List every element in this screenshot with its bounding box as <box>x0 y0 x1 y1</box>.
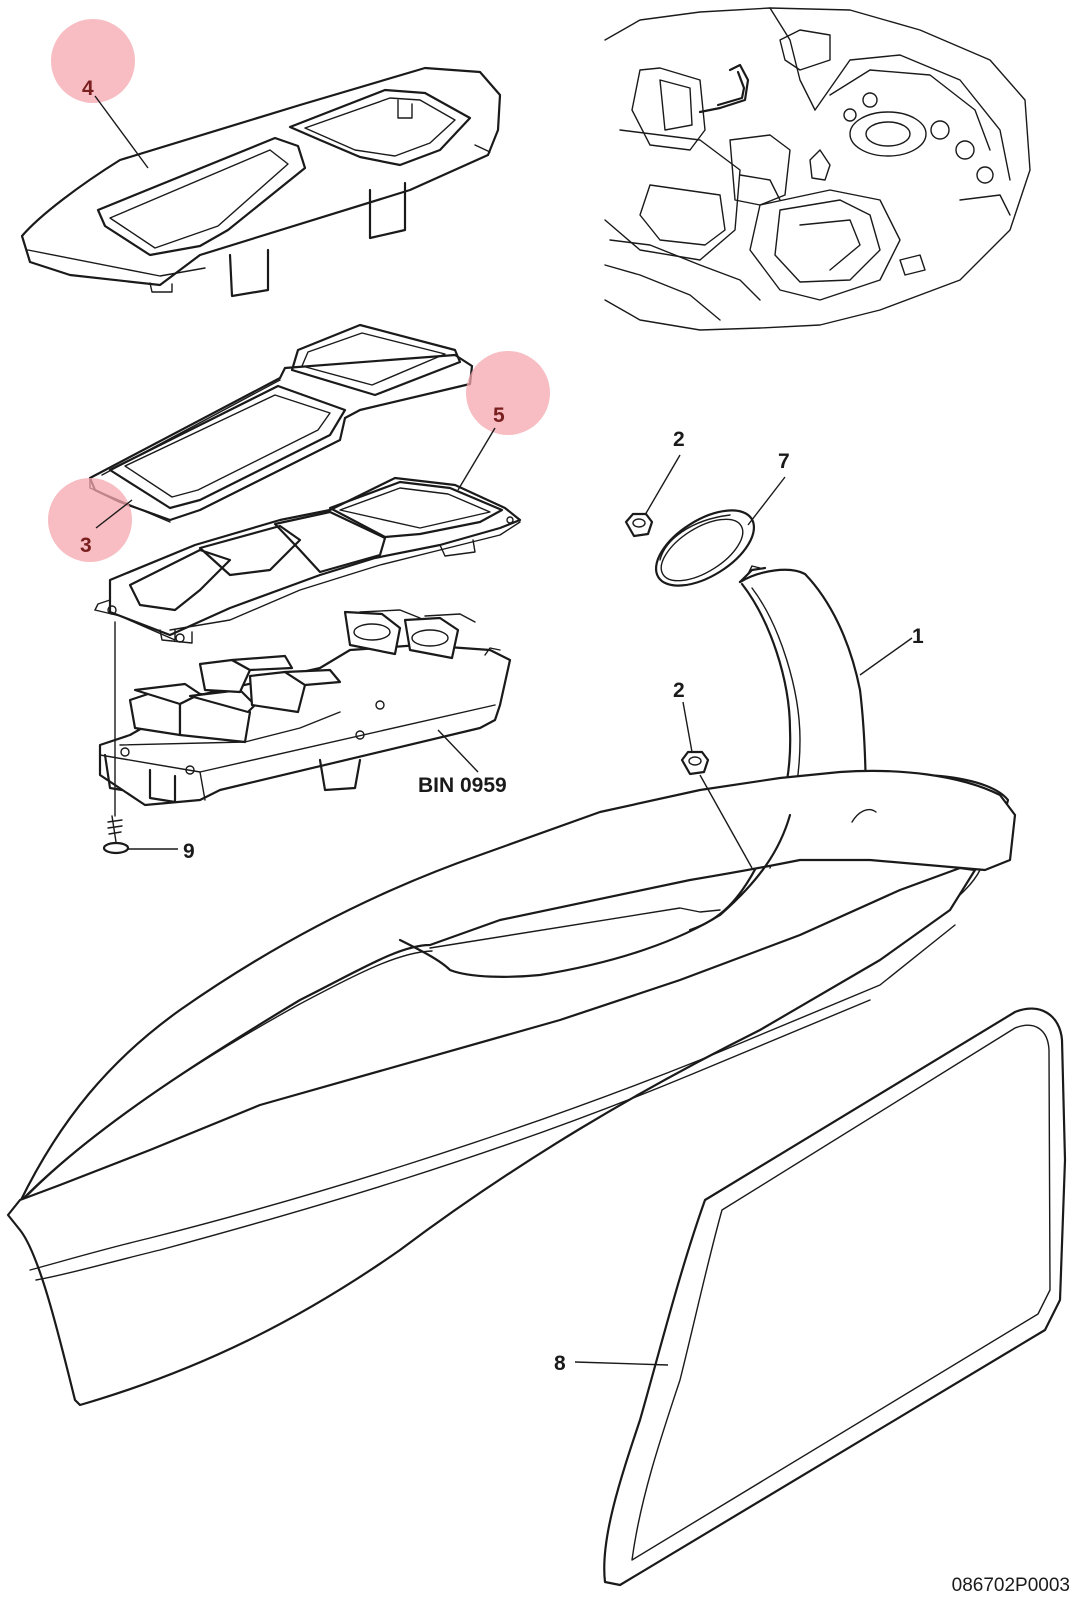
callout-2-upper: 2 <box>673 428 685 451</box>
highlight-marker-4 <box>51 19 135 103</box>
callout-7: 7 <box>778 450 790 473</box>
callout-5: 5 <box>493 404 505 427</box>
leader-bin <box>437 729 479 773</box>
part-4-switch-bezel <box>20 66 502 298</box>
part-2-nut-lower <box>680 750 710 776</box>
part-7-grommet <box>654 509 756 587</box>
window-switch-pack <box>98 609 512 807</box>
callout-4: 4 <box>82 77 94 100</box>
leader-8 <box>574 1361 669 1366</box>
leader-7 <box>747 476 786 526</box>
callout-9: 9 <box>183 840 195 863</box>
highlight-marker-3 <box>48 478 132 562</box>
part-1-console-handle <box>6 565 1017 1407</box>
callout-8: 8 <box>554 1352 566 1375</box>
leader-4 <box>94 95 149 169</box>
callout-3: 3 <box>80 534 92 557</box>
leader-5 <box>457 427 496 491</box>
leader-2-lower-tail <box>699 774 753 869</box>
part-9-screw <box>102 621 130 855</box>
callout-2-lower: 2 <box>673 679 685 702</box>
leader-2-lower <box>682 701 693 753</box>
highlight-marker-5 <box>466 351 550 435</box>
callout-1: 1 <box>912 625 924 648</box>
vehicle-interior-locator-view <box>604 7 1031 331</box>
callout-bin: BIN 0959 <box>418 774 507 797</box>
part-8-armrest-pad <box>603 1007 1067 1587</box>
leader-1 <box>859 637 913 676</box>
leader-3 <box>95 499 133 529</box>
drawing-reference-number: 086702P0003 <box>952 1575 1070 1596</box>
part-2-nut-upper <box>624 512 654 538</box>
part-5-switch-carrier <box>94 476 522 644</box>
leader-2-upper <box>644 454 681 516</box>
